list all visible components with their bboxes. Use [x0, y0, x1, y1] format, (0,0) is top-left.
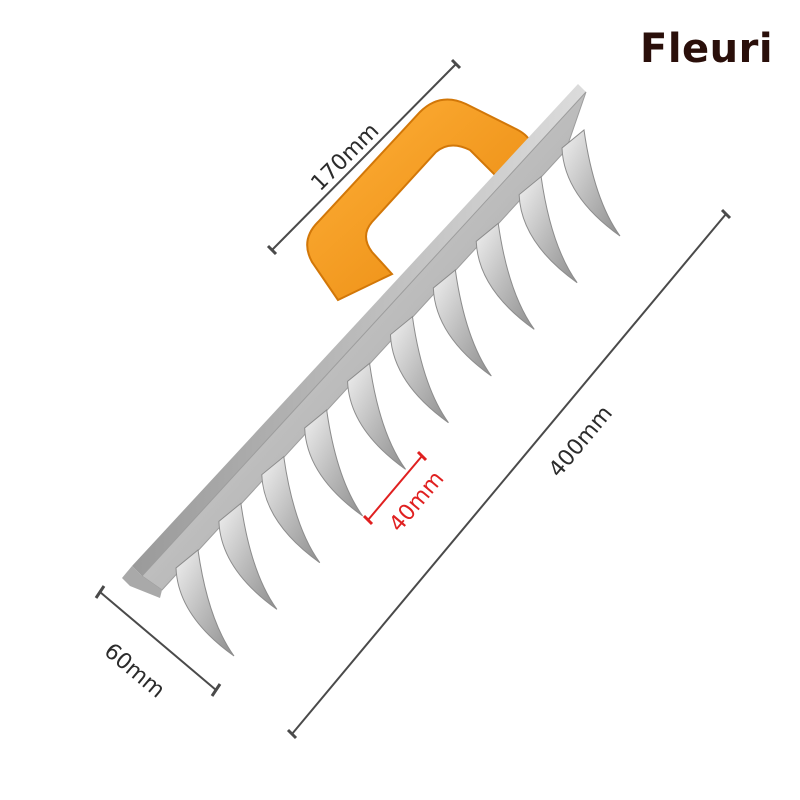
rake-tine [561, 129, 621, 237]
dimension-label-40: 40mm [385, 467, 450, 537]
rake-tines [175, 129, 621, 657]
rake-head [122, 84, 587, 598]
rake-tine [475, 222, 535, 330]
dimension-tine-length: 40mm [362, 450, 450, 537]
rake-tine [218, 502, 278, 610]
rake-tine [347, 362, 406, 470]
brand-logo: Fleuri [640, 26, 774, 72]
rake-tine [389, 315, 449, 424]
rake-tine [518, 175, 578, 284]
rake-tine [261, 455, 321, 564]
rake-tine [304, 409, 364, 517]
dimension-label-60: 60mm [99, 639, 169, 704]
dimension-label-400: 400mm [544, 401, 618, 482]
rake-tine [432, 269, 492, 377]
rake-tine [175, 549, 235, 657]
